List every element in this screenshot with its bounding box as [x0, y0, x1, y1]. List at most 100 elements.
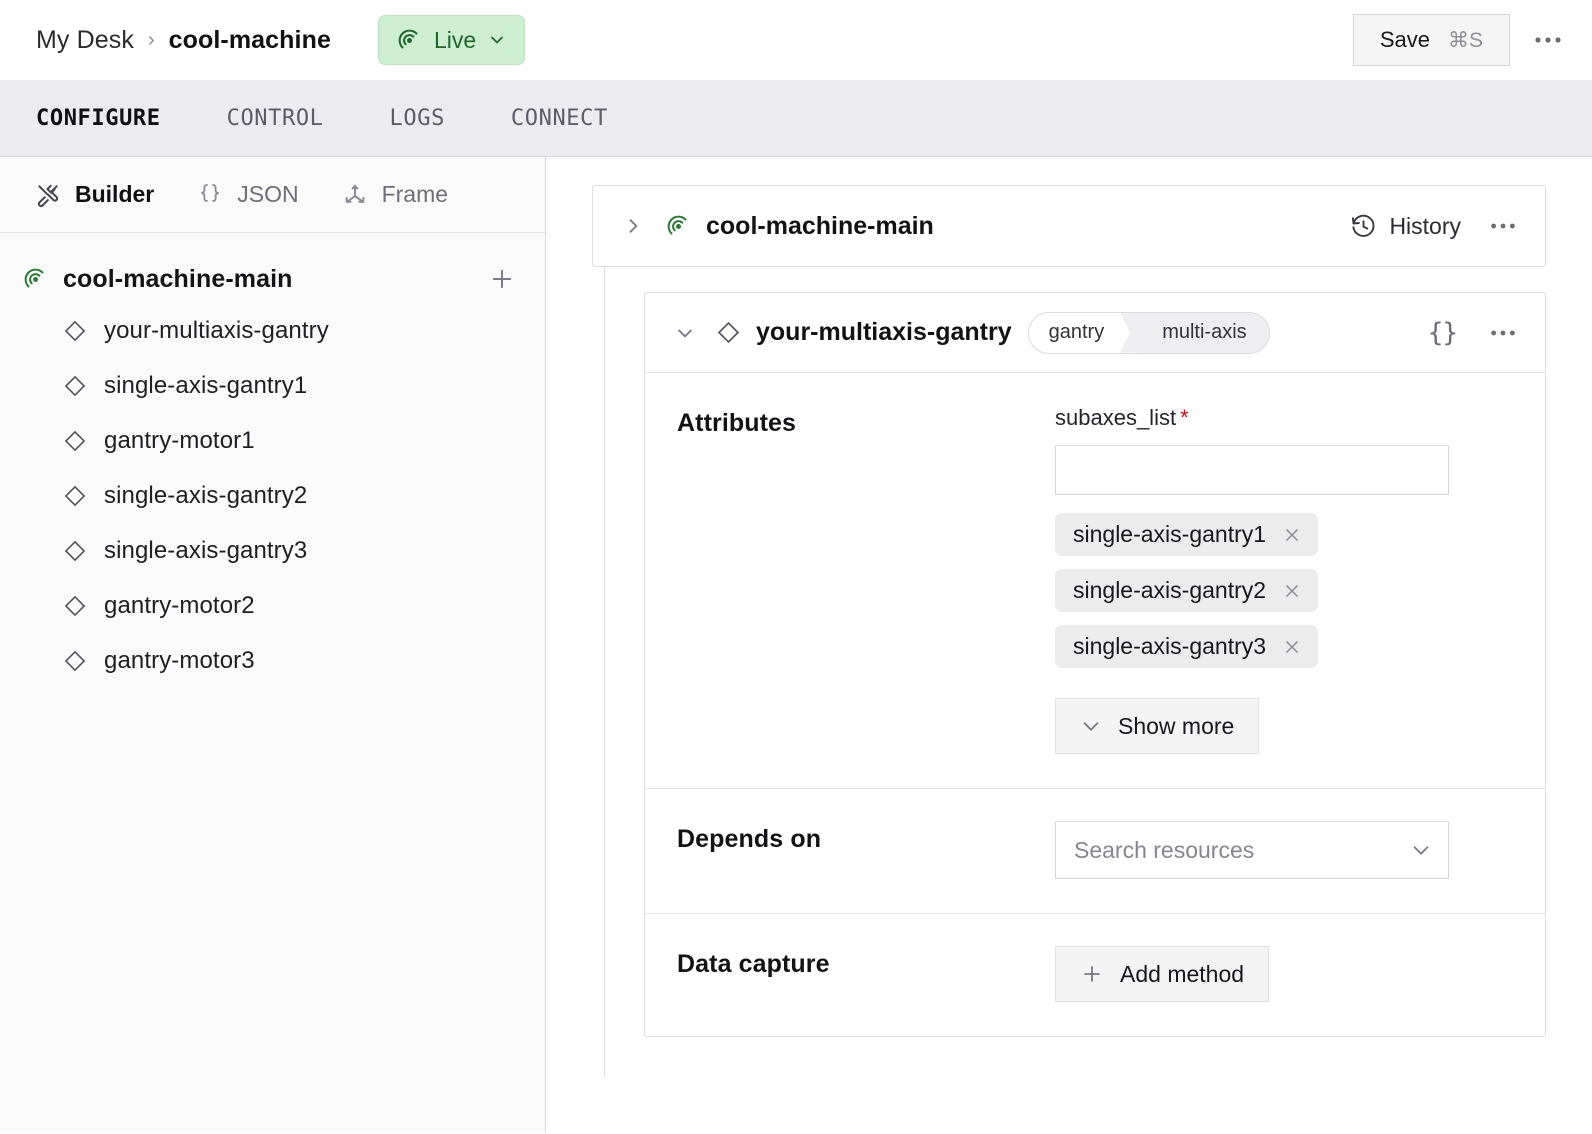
braces-icon[interactable]: {}: [1427, 317, 1458, 348]
axes-icon: [341, 181, 369, 209]
tree-item-label: gantry-motor2: [104, 591, 255, 619]
sidebar: Builder JSON: [0, 157, 546, 1133]
chip-label: single-axis-gantry3: [1073, 633, 1267, 659]
chip-single-axis-gantry1[interactable]: single-axis-gantry1: [1055, 513, 1319, 556]
sidebar-view-builder[interactable]: Builder: [34, 181, 154, 209]
row-depends-on-label: Depends on: [677, 825, 822, 853]
add-method-button-label: Add method: [1120, 960, 1245, 987]
machine-card-more-icon[interactable]: [1483, 206, 1523, 246]
depends-on-placeholder: Search resources: [1074, 836, 1255, 863]
machine-card-header: cool-machine-main History: [592, 185, 1546, 267]
row-data-capture-content: Add method: [1055, 946, 1515, 1002]
nested-resource-wrapper: your-multiaxis-gantry gantry multi-axis …: [592, 267, 1546, 1077]
chip-label: single-axis-gantry1: [1073, 521, 1267, 547]
add-resource-icon[interactable]: [485, 262, 519, 296]
tree-item-label: single-axis-gantry2: [104, 481, 308, 509]
tools-icon: [34, 181, 62, 209]
broadcast-icon: [665, 213, 692, 240]
resource-type-primary: gantry: [1048, 321, 1105, 343]
tree-item-label: gantry-motor1: [104, 426, 255, 454]
chevron-right-icon[interactable]: [623, 216, 643, 236]
tree-item-label: your-multiaxis-gantry: [104, 316, 329, 344]
subaxes-list-input[interactable]: [1055, 445, 1449, 495]
braces-icon: [196, 181, 224, 209]
header-more-icon[interactable]: [1528, 20, 1568, 60]
tree-item-gantry-motor3[interactable]: gantry-motor3: [0, 633, 545, 688]
history-button[interactable]: History: [1350, 213, 1461, 240]
add-method-button[interactable]: Add method: [1055, 946, 1270, 1002]
row-depends-on: Depends on Search resources: [645, 789, 1545, 914]
sidebar-view-builder-label: Builder: [75, 181, 155, 207]
diamond-icon: [62, 648, 88, 674]
tree-item-single-axis-gantry1[interactable]: single-axis-gantry1: [0, 358, 545, 413]
sidebar-view-toolbar: Builder JSON: [0, 157, 545, 233]
close-icon[interactable]: [1282, 637, 1302, 657]
resource-name: your-multiaxis-gantry: [756, 318, 1012, 346]
live-status-badge[interactable]: Live: [377, 15, 526, 65]
save-button-label: Save: [1379, 27, 1430, 52]
breadcrumb-root-link[interactable]: My Desk: [36, 25, 134, 54]
tree-item-label: single-axis-gantry3: [104, 536, 308, 564]
save-button[interactable]: Save ⌘S: [1352, 14, 1510, 66]
depends-on-select[interactable]: Search resources: [1055, 821, 1449, 879]
subaxes-list-label-text: subaxes_list: [1055, 405, 1177, 430]
close-icon[interactable]: [1282, 581, 1302, 601]
tree-item-cool-machine-main[interactable]: cool-machine-main: [0, 255, 545, 303]
diamond-icon: [62, 538, 88, 564]
tree-item-your-multiaxis-gantry[interactable]: your-multiaxis-gantry: [0, 303, 545, 358]
diamond-icon: [715, 319, 742, 346]
header-actions: Save ⌘S: [1352, 0, 1568, 80]
tree-item-gantry-motor1[interactable]: gantry-motor1: [0, 413, 545, 468]
show-more-button-label: Show more: [1118, 712, 1235, 739]
resource-type-secondary: multi-axis: [1138, 312, 1269, 353]
sidebar-view-frame-label: Frame: [381, 181, 449, 207]
row-data-capture-label: Data capture: [677, 950, 830, 978]
breadcrumb-current: cool-machine: [168, 25, 331, 54]
subaxes-chip-list: single-axis-gantry1 single-axis-gantry2: [1055, 513, 1515, 668]
app-header: My Desk › cool-machine Live Save ⌘S: [0, 0, 1592, 80]
sidebar-view-json[interactable]: JSON: [196, 181, 299, 209]
page-body: Builder JSON: [0, 157, 1592, 1133]
resource-card-actions: {}: [1428, 313, 1523, 353]
tree-item-single-axis-gantry2[interactable]: single-axis-gantry2: [0, 468, 545, 523]
tree-item-single-axis-gantry3[interactable]: single-axis-gantry3: [0, 523, 545, 578]
show-more-button[interactable]: Show more: [1055, 698, 1260, 754]
chip-single-axis-gantry2[interactable]: single-axis-gantry2: [1055, 569, 1319, 612]
resource-card-your-multiaxis-gantry: your-multiaxis-gantry gantry multi-axis …: [644, 292, 1546, 1037]
tab-logs[interactable]: LOGS: [389, 105, 445, 131]
live-status-label: Live: [433, 26, 477, 53]
chip-label: single-axis-gantry2: [1073, 577, 1267, 603]
row-depends-on-content: Search resources: [1055, 821, 1515, 879]
diamond-icon: [62, 318, 88, 344]
resource-type-badge[interactable]: gantry multi-axis: [1027, 311, 1270, 354]
diamond-icon: [62, 428, 88, 454]
broadcast-icon: [396, 27, 423, 54]
tab-control[interactable]: CONTROL: [226, 105, 324, 131]
history-button-label: History: [1389, 212, 1461, 239]
resource-card-more-icon[interactable]: [1483, 313, 1523, 353]
sidebar-view-json-label: JSON: [237, 181, 299, 207]
row-attributes-content: subaxes_list* single-axis-gantry1: [1055, 405, 1515, 754]
chevron-down-icon: [1080, 715, 1102, 737]
plus-icon: [1080, 962, 1104, 986]
chevron-down-icon[interactable]: [675, 323, 695, 343]
main-panel: cool-machine-main History: [546, 157, 1592, 1133]
chevron-down-icon: [487, 30, 507, 50]
tree-root-label: cool-machine-main: [63, 264, 293, 293]
resource-tree: cool-machine-main your-multiaxis-gantry …: [0, 233, 545, 688]
diamond-icon: [62, 593, 88, 619]
main-tabbar: CONFIGURE CONTROL LOGS CONNECT: [0, 80, 1592, 157]
tab-configure[interactable]: CONFIGURE: [36, 105, 161, 131]
close-icon[interactable]: [1282, 525, 1302, 545]
chip-single-axis-gantry3[interactable]: single-axis-gantry3: [1055, 625, 1319, 668]
breadcrumb: My Desk › cool-machine: [36, 26, 331, 55]
tree-item-gantry-motor2[interactable]: gantry-motor2: [0, 578, 545, 633]
sidebar-view-frame[interactable]: Frame: [341, 181, 448, 209]
subaxes-list-label: subaxes_list*: [1055, 405, 1515, 431]
tab-connect[interactable]: CONNECT: [510, 105, 608, 131]
diamond-icon: [62, 483, 88, 509]
broadcast-icon: [22, 266, 49, 293]
tree-item-label: single-axis-gantry1: [104, 371, 308, 399]
required-marker: *: [1180, 405, 1189, 430]
clock-history-icon: [1350, 213, 1377, 240]
